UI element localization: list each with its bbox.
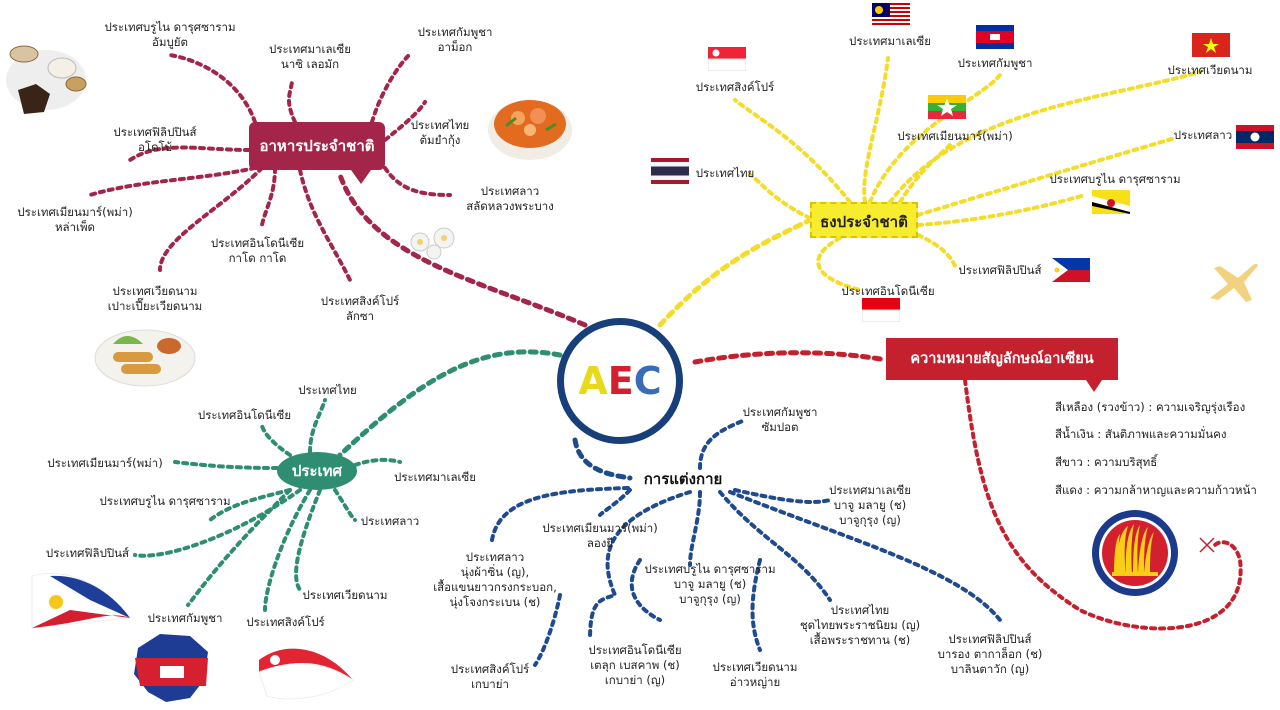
country-label-singapore: ประเทศสิงค์โปร์ (246, 615, 325, 629)
tomyum-image (488, 100, 572, 160)
aec-letter-c: C (633, 359, 662, 403)
dress-item-myanmar: ประเทศเมียนมาร์(พม่า)ลองยี (542, 521, 658, 550)
flag-label-cambodia: ประเทศกัมพูชา (957, 56, 1033, 70)
flag-label-brunei: ประเทศบรูไน ดารุศซาราม (1049, 172, 1181, 186)
cambodia-flag-icon (976, 25, 1014, 49)
food-item-philippines: ประเทศฟิลิปปินส์อโดโบ้ (113, 125, 197, 154)
dress-item-indonesia: ประเทศอินโดนีเซียเตลุก เบสคาพ (ช)เกบาย่า… (588, 643, 682, 687)
food-item-myanmar: ประเทศเมียนมาร์(พม่า)หล่าเพ็ด (17, 205, 133, 234)
country-label-myanmar: ประเทศเมียนมาร์(พม่า) (47, 456, 163, 470)
flag-label-vietnam: ประเทศเวียดนาม (1167, 63, 1253, 77)
dress-item-cambodia: ประเทศกัมพูชาซัมปอต (742, 405, 818, 434)
dress-item-philippines: ประเทศฟิลิปปินส์บารอง ตากาล็อก (ช)บาลินต… (937, 632, 1043, 676)
aec-letter-a: A (578, 359, 608, 403)
dress-item-laos: ประเทศลาวนุ่งผ้าซิ่น (ญ),เสื้อแขนยาวกรงก… (433, 550, 557, 609)
flag-label-singapore: ประเทศสิงค์โปร์ (695, 80, 775, 94)
flag-label-malaysia: ประเทศมาเลเซีย (849, 34, 931, 48)
dress-item-singapore: ประเทศสิงค์โปร์เกบาย่า (450, 662, 530, 691)
brunei-dish-image (6, 45, 87, 114)
flag-label-laos: ประเทศลาว (1173, 128, 1233, 142)
dress-item-malaysia: ประเทศมาเลเซียบาจู มลายู (ช)บาจูกุรุง (ญ… (829, 483, 911, 527)
dress-topic-box: การแต่งกาย (643, 470, 723, 488)
aec-center-circle: AEC (557, 318, 683, 444)
brunei-flag-icon (1092, 190, 1130, 214)
country-label-malaysia: ประเทศมาเลเซีย (394, 470, 476, 484)
frangipani-flower-image (410, 227, 455, 260)
philippines-wave-flag-icon (31, 572, 131, 629)
flag-label-indonesia: ประเทศอินโดนีเซีย (841, 284, 935, 298)
philippines-flag-icon (1052, 258, 1090, 282)
dress-item-thailand: ประเทศไทยชุดไทยพระราชนิยม (ญ)เสื้อพระราช… (799, 603, 921, 647)
flag-label-myanmar: ประเทศเมียนมาร์(พม่า) (897, 129, 1013, 143)
meaning-yellow: สีเหลือง (รวงข้าว) : ความเจริญรุ่งเรือง (1055, 400, 1246, 414)
vietnam-flag-icon (1192, 33, 1230, 57)
food-item-thailand: ประเทศไทยต้มยำกุ้ง (410, 118, 470, 147)
food-item-vietnam: ประเทศเวียดนามเปาะเปี๊ยะเวียดนาม (107, 284, 203, 313)
food-item-laos: ประเทศลาวสลัดหลวงพระบาง (466, 184, 554, 213)
spring-rolls-image (94, 329, 196, 387)
country-label-vietnam: ประเทศเวียดนาม (302, 588, 388, 602)
flag-topic-box: ธงประจำชาติ (810, 202, 918, 238)
country-label-thailand: ประเทศไทย (298, 383, 357, 397)
cross-mark-icon (1199, 537, 1215, 553)
country-label-brunei: ประเทศบรูไน ดารุศซาราม (99, 494, 231, 508)
country-label-indonesia: ประเทศอินโดนีเซีย (197, 408, 292, 422)
malaysia-flag-icon (872, 3, 910, 27)
food-item-cambodia: ประเทศกัมพูชาอาม็อก (417, 25, 493, 54)
meaning-red: สีแดง : ความกล้าหาญและความก้าวหน้า (1055, 483, 1257, 497)
cambodia-map-flag-icon (134, 634, 208, 702)
dress-item-vietnam: ประเทศเวียดนามอ่าวหญ่าย (712, 660, 798, 689)
food-item-singapore: ประเทศสิงค์โปร์ลักซา (320, 294, 400, 323)
laos-flag-icon (1236, 125, 1274, 149)
indonesia-flag-icon (862, 298, 900, 322)
myanmar-flag-icon (928, 95, 966, 119)
country-label-philippines: ประเทศฟิลิปปินส์ (45, 546, 130, 560)
singapore-flag-icon (708, 47, 746, 71)
meaning-white: สีขาว : ความบริสุทธิ์ (1055, 455, 1158, 469)
meaning-blue: สีน้ำเงิน : สันติภาพและความมั่นคง (1055, 427, 1227, 441)
country-label-laos: ประเทศลาว (360, 514, 420, 528)
meaning-topic-box: ความหมายสัญลักษณ์อาเซียน (886, 338, 1118, 392)
food-item-brunei: ประเทศบรูไน ดารุศซารามอัมบูยัต (104, 20, 236, 49)
country-label-cambodia: ประเทศกัมพูชา (147, 611, 223, 625)
dress-item-brunei: ประเทศบรูไน ดารุศซารามบาจู มลายู (ช)บาจู… (644, 562, 776, 606)
asean-emblem-icon (1092, 510, 1178, 596)
food-item-malaysia: ประเทศมาเลเซียนาซิ เลอมัก (269, 42, 351, 71)
food-topic-box: อาหารประจำชาติ (249, 122, 385, 184)
food-item-indonesia: ประเทศอินโดนีเซียกาโด กาโด (210, 236, 305, 265)
flag-label-thailand: ประเทศไทย (695, 166, 755, 180)
flag-label-philippines: ประเทศฟิลิปปินส์ (958, 263, 1042, 277)
country-topic-box: ประเทศ (277, 452, 357, 490)
aec-letter-e: E (607, 359, 634, 403)
airplane-icon (1210, 263, 1258, 302)
singapore-wave-flag-icon (258, 648, 354, 700)
thailand-flag-icon (651, 158, 689, 184)
